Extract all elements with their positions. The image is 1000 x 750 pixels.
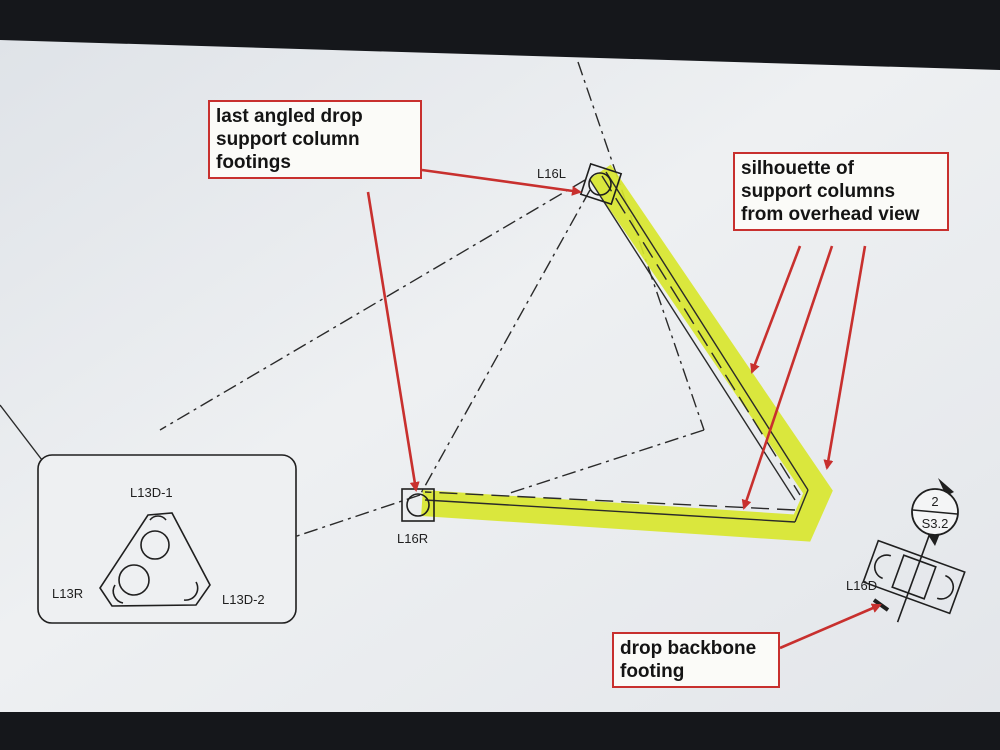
arrow-to-l16r (366, 191, 420, 492)
callout-footings-line-1: last angled drop (216, 106, 363, 127)
arrow-silhouette-1 (750, 245, 802, 374)
callout-footings-line-3: footings (216, 152, 291, 173)
label-l13d1: L13D-1 (130, 485, 173, 500)
arrow-to-l16l (421, 168, 582, 196)
callout-footings: last angled drop support column footings (208, 100, 422, 179)
label-l13d2: L13D-2 (222, 592, 265, 607)
column-centerlines (424, 171, 809, 523)
section-marker: 2 S3.2 (911, 478, 959, 546)
footing-l16l (579, 162, 623, 206)
section-sheet: S3.2 (922, 516, 949, 531)
annotation-arrows (366, 168, 882, 650)
callout-silhouette-line-2: support columns (741, 181, 896, 202)
arrow-to-l16d (779, 603, 882, 650)
footing-group-l13 (37, 454, 297, 624)
label-l13r: L13R (52, 586, 83, 601)
callout-footings-line-2: support column (216, 129, 360, 150)
callout-silhouette-line-1: silhouette of (741, 158, 854, 179)
callout-silhouette: silhouette of support columns from overh… (733, 152, 949, 231)
support-column-silhouette (421, 164, 833, 542)
section-number: 2 (931, 494, 938, 509)
label-l16l: L16L (537, 166, 566, 181)
label-l16d: L16D (846, 578, 877, 593)
footing-l16d (862, 523, 966, 623)
arrow-silhouette-2 (741, 245, 834, 510)
label-l16r: L16R (397, 531, 428, 546)
arrow-silhouette-3 (823, 245, 867, 470)
callout-silhouette-line-3: from overhead view (741, 204, 920, 225)
callout-backbone: drop backbone footing (612, 632, 780, 688)
callout-backbone-line-2: footing (620, 661, 685, 682)
callout-backbone-line-1: drop backbone (620, 638, 757, 659)
